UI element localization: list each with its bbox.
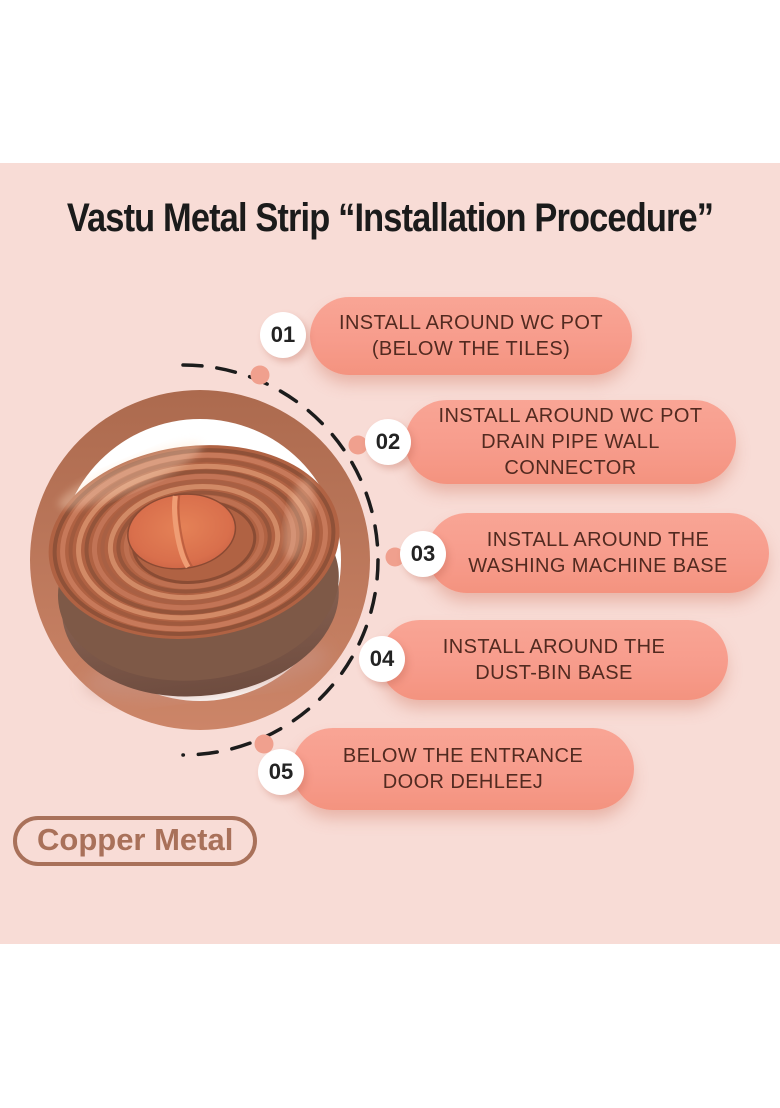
connector-dot [250, 365, 270, 385]
step-pill-5: BELOW THE ENTRANCE DOOR DEHLEEJ [292, 728, 634, 810]
step-label: INSTALL AROUND THE DUST-BIN BASE [442, 636, 666, 684]
copper-metal-badge: Copper Metal [13, 816, 258, 866]
step-number-badge-1: 01 [260, 312, 306, 358]
dashed-connector-arc [181, 363, 380, 757]
step-label: INSTALL AROUND THE WASHING MACHINE BASE [468, 529, 728, 577]
step-pill-2: INSTALL AROUND WC POT DRAIN PIPE WALL CO… [405, 400, 736, 484]
connector-dot [348, 435, 368, 455]
step-label: BELOW THE ENTRANCE DOOR DEHLEEJ [342, 745, 584, 793]
page-title: Vastu Metal Strip “Installation Procedur… [66, 196, 714, 240]
step-label: INSTALL AROUND WC POT (BELOW THE TILES) [339, 312, 603, 360]
connector-dot [385, 547, 405, 567]
copper-coil-image [48, 441, 340, 700]
step-number-badge-2: 02 [365, 419, 411, 465]
step-pill-4: INSTALL AROUND THE DUST-BIN BASE [380, 620, 728, 700]
connector-dot [254, 734, 274, 754]
product-photo-circle [30, 363, 405, 757]
step-number-badge-3: 03 [400, 531, 446, 577]
step-pill-3: INSTALL AROUND THE WASHING MACHINE BASE [427, 513, 769, 593]
step-number-badge-4: 04 [359, 636, 405, 682]
step-pill-1: INSTALL AROUND WC POT (BELOW THE TILES) [310, 297, 632, 375]
step-number-badge-5: 05 [258, 749, 304, 795]
step-label: INSTALL AROUND WC POT DRAIN PIPE WALL CO… [438, 405, 703, 479]
